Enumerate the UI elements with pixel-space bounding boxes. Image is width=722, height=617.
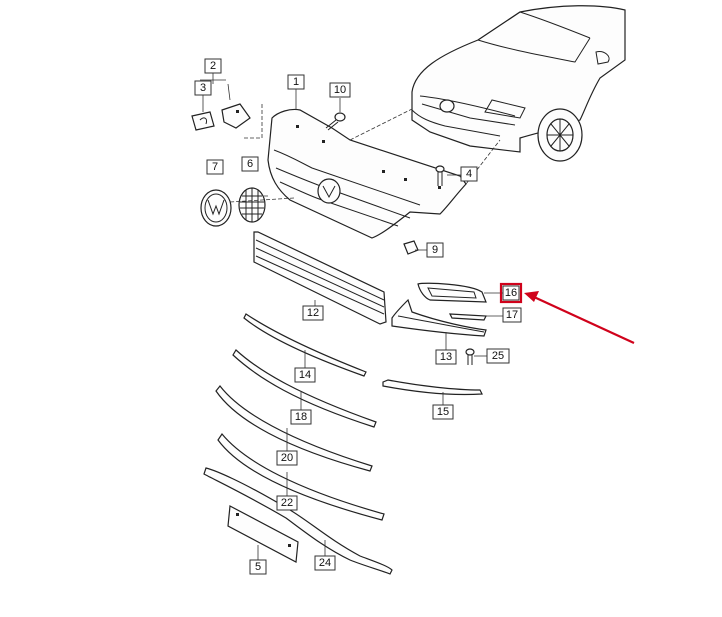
- part-25-screw: [465, 348, 475, 365]
- callout-15-label: 15: [437, 406, 449, 418]
- callout-20-label: 20: [281, 452, 293, 464]
- callout-5-label: 5: [255, 561, 261, 573]
- callout-14: 14: [294, 367, 316, 383]
- callout-4-label: 4: [466, 168, 472, 180]
- callout-10: 10: [329, 82, 351, 98]
- callout-24-label: 24: [319, 557, 331, 569]
- part-6-emblem-base: [238, 187, 266, 223]
- part-12-lower-grille: [253, 231, 387, 325]
- callout-15: 15: [432, 404, 454, 420]
- part-22-strip: [217, 432, 385, 521]
- callout-2: 2: [204, 58, 222, 74]
- callout-16-label: 16: [505, 287, 517, 299]
- part-4-screw: [435, 165, 445, 186]
- callout-10-label: 10: [334, 84, 346, 96]
- callout-12: 12: [302, 305, 324, 321]
- callout-5: 5: [249, 559, 267, 575]
- callout-17-label: 17: [506, 309, 518, 321]
- callout-9: 9: [426, 242, 444, 258]
- callout-16: 16: [502, 285, 520, 301]
- callout-7: 7: [206, 159, 224, 175]
- callout-24: 24: [314, 555, 336, 571]
- part-5-plate: [227, 505, 299, 563]
- part-7-emblem: [200, 189, 232, 227]
- part-20-strip: [215, 385, 373, 472]
- part-3-bracket: [191, 111, 215, 131]
- callout-14-label: 14: [299, 369, 311, 381]
- part-2-bracket: [221, 103, 251, 129]
- callout-1: 1: [287, 74, 305, 90]
- callout-25-label: 25: [492, 350, 504, 362]
- callout-3: 3: [194, 80, 212, 96]
- callout-13-label: 13: [440, 351, 452, 363]
- part-17-strip: [449, 313, 487, 321]
- callout-18: 18: [290, 409, 312, 425]
- part-16-trim-frame: [417, 282, 487, 303]
- callout-17: 17: [502, 307, 522, 323]
- callout-9-label: 9: [432, 244, 438, 256]
- callout-4: 4: [460, 166, 478, 182]
- callout-22: 22: [276, 495, 298, 511]
- callout-13: 13: [435, 349, 457, 365]
- callout-18-label: 18: [295, 411, 307, 423]
- callout-22-label: 22: [281, 497, 293, 509]
- part-13-trim: [391, 298, 487, 337]
- part-10-screw: [325, 112, 346, 131]
- callout-1-label: 1: [293, 76, 299, 88]
- part-14-strip: [243, 313, 367, 377]
- callout-6: 6: [241, 156, 259, 172]
- part-1-grille: [267, 108, 467, 239]
- callout-3-label: 3: [200, 82, 206, 94]
- callout-2-label: 2: [210, 60, 216, 72]
- part-9-clip: [403, 240, 419, 255]
- part-15-lower-trim: [382, 379, 483, 396]
- callout-7-label: 7: [212, 161, 218, 173]
- part-18-strip: [232, 349, 377, 428]
- callout-6-label: 6: [247, 158, 253, 170]
- callout-20: 20: [276, 450, 298, 466]
- callout-25: 25: [486, 348, 510, 364]
- callout-12-label: 12: [307, 307, 319, 319]
- car-illustration: [411, 5, 626, 162]
- highlight-callout-16: [499, 282, 635, 344]
